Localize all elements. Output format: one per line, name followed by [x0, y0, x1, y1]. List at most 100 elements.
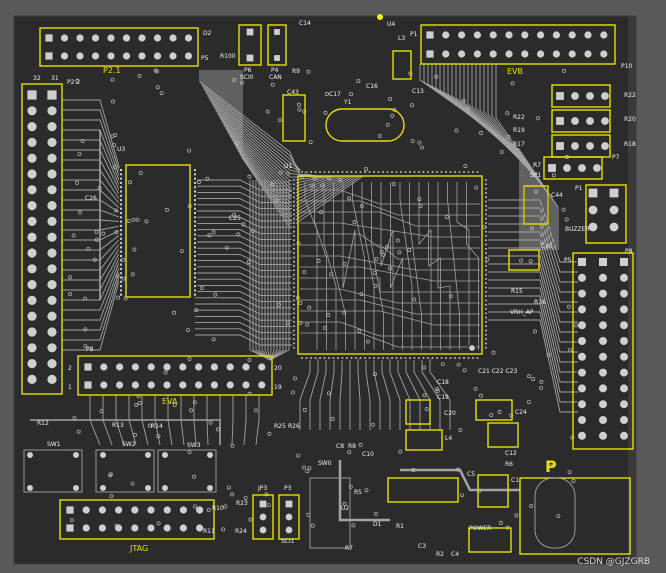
trace: [486, 207, 578, 273]
via: [115, 273, 120, 278]
via: [539, 379, 544, 384]
pad: [309, 356, 314, 361]
pad: [183, 33, 194, 43]
via: [329, 272, 334, 277]
via: [509, 413, 514, 418]
pad: [292, 328, 297, 333]
via: [499, 150, 504, 155]
pad: [519, 49, 530, 59]
via: [307, 466, 312, 471]
pad: [118, 167, 124, 173]
via: [407, 248, 412, 253]
pad: [292, 229, 297, 234]
pad: [26, 184, 38, 196]
pad: [345, 170, 350, 175]
via: [265, 109, 270, 114]
via: [491, 350, 496, 355]
pad: [292, 281, 297, 286]
via: [489, 413, 494, 418]
pad: [475, 170, 480, 175]
pad: [44, 51, 54, 61]
trace: [352, 182, 365, 350]
pad: [292, 337, 297, 342]
pad: [576, 162, 588, 174]
label-g1: P1: [410, 31, 418, 38]
pad: [192, 275, 198, 280]
via: [397, 250, 402, 255]
pad: [46, 262, 58, 275]
via: [411, 468, 416, 472]
via: [296, 102, 301, 107]
pad: [598, 30, 609, 40]
pad: [367, 170, 372, 175]
via: [213, 292, 218, 297]
pad: [26, 215, 38, 228]
pad: [618, 288, 630, 299]
trace: [319, 358, 327, 430]
via: [474, 185, 479, 190]
pad: [26, 247, 38, 259]
via: [134, 403, 139, 408]
trace: [229, 70, 346, 207]
pad: [439, 170, 444, 175]
label-u4: U4: [387, 21, 395, 28]
pad: [488, 30, 498, 40]
pad: [118, 193, 124, 198]
pad: [25, 483, 35, 493]
via: [566, 304, 571, 309]
pad: [118, 197, 124, 203]
part-c45-outline: [508, 249, 540, 271]
pad: [561, 162, 573, 174]
via: [94, 237, 99, 242]
pad: [46, 105, 58, 117]
pad: [417, 356, 422, 361]
label-vrh-ap: VRH_AP: [510, 309, 534, 316]
pad: [118, 271, 124, 276]
via: [250, 229, 255, 233]
trace: [300, 255, 480, 271]
pad: [599, 115, 611, 127]
pad: [439, 356, 444, 361]
via: [347, 196, 352, 201]
pad: [225, 362, 235, 372]
via: [286, 171, 291, 176]
label-r26: R26: [288, 423, 300, 430]
pad: [205, 450, 215, 460]
pad: [99, 362, 109, 372]
via: [69, 518, 74, 523]
label-c26: C26: [85, 195, 97, 202]
pad: [309, 170, 314, 175]
pad: [484, 251, 489, 256]
via: [533, 329, 537, 334]
via: [529, 226, 534, 231]
label-p2-1: P2.1: [103, 66, 121, 75]
trace: [237, 70, 358, 222]
pad: [336, 356, 341, 361]
via: [357, 328, 362, 333]
pad: [46, 199, 58, 212]
pad: [193, 380, 204, 390]
pad: [618, 430, 630, 441]
label-can: CAN: [269, 74, 282, 81]
via: [121, 257, 125, 262]
via: [377, 133, 382, 138]
pad: [168, 33, 178, 43]
label-p3: P3: [284, 485, 292, 492]
pad: [597, 351, 609, 362]
label-r18: R18: [624, 141, 636, 148]
trace: [62, 273, 121, 341]
pad: [554, 140, 566, 152]
trace: [62, 264, 121, 321]
trace: [300, 332, 480, 348]
trace: [269, 180, 290, 361]
pad: [444, 356, 449, 361]
via: [291, 390, 295, 395]
via: [409, 103, 414, 108]
pad: [83, 380, 93, 390]
pad: [412, 170, 417, 175]
pad: [584, 115, 596, 127]
pad: [363, 356, 368, 361]
via: [573, 323, 578, 328]
via: [99, 409, 104, 414]
